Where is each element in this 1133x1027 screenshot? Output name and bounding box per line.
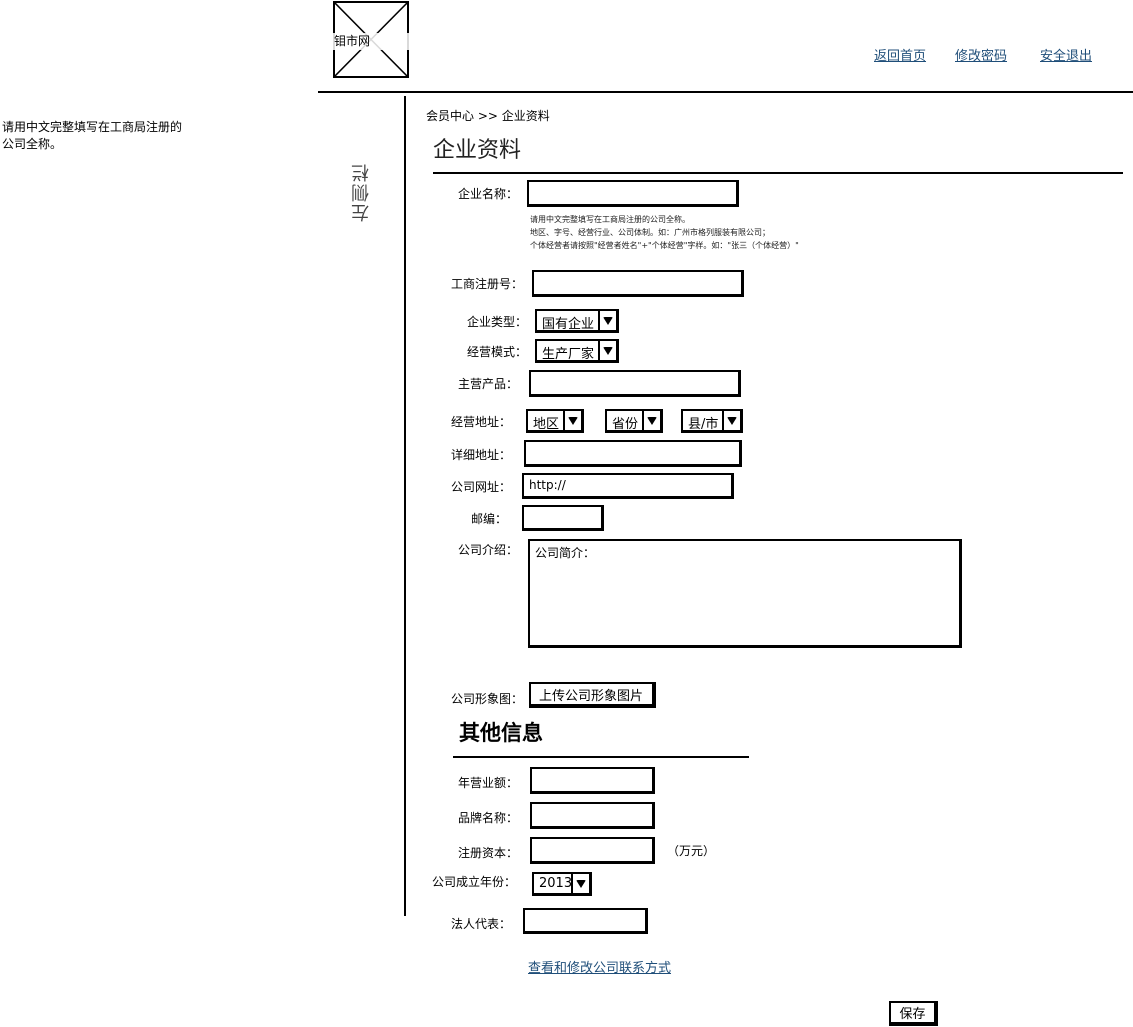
website-label: 公司网址： <box>451 480 512 494</box>
company-name-input[interactable] <box>527 180 739 207</box>
other-info-divider <box>453 756 749 758</box>
dropdown-arrow-icon[interactable] <box>598 311 616 330</box>
page-title: 企业资料 <box>433 138 522 163</box>
legal-rep-label: 法人代表： <box>451 917 512 931</box>
sidebar-divider <box>404 96 406 916</box>
address-label: 经营地址： <box>451 415 512 429</box>
nav-logout-link[interactable]: 安全退出 <box>1040 49 1093 64</box>
reg-no-label: 工商注册号： <box>451 277 524 291</box>
save-button[interactable]: 保存 <box>889 1001 938 1026</box>
website-value: http:// <box>529 478 566 492</box>
sidebar-label: 左侧栏 <box>351 162 372 222</box>
nav-home-link[interactable]: 返回首页 <box>874 49 927 64</box>
business-mode-label: 经营模式： <box>467 345 528 359</box>
side-note-line-1: 请用中文完整填写在工商局注册的 <box>2 120 183 134</box>
company-name-hint: 请用中文完整填写在工商局注册的公司全称。 地区、字号、经营行业、公司体制。如：广… <box>530 213 799 252</box>
upload-image-button[interactable]: 上传公司形象图片 <box>529 682 656 708</box>
detail-address-input[interactable] <box>524 440 742 467</box>
side-note-line-2: 公司全称。 <box>2 137 63 151</box>
dropdown-arrow-icon[interactable] <box>563 411 581 430</box>
province-value: 省份 <box>612 417 639 432</box>
company-type-label: 企业类型： <box>467 315 528 329</box>
founded-label: 公司成立年份： <box>432 875 517 889</box>
dropdown-arrow-icon[interactable] <box>571 874 589 893</box>
main-products-input[interactable] <box>529 370 741 397</box>
other-info-title: 其他信息 <box>459 721 543 745</box>
business-mode-select[interactable]: 生产厂家 <box>535 339 619 363</box>
region-select[interactable]: 地区 <box>526 409 584 433</box>
postcode-input[interactable] <box>522 505 604 531</box>
nav-change-password-link[interactable]: 修改密码 <box>955 49 1008 64</box>
brand-label: 品牌名称： <box>458 811 519 825</box>
breadcrumb: 会员中心 >> 企业资料 <box>426 109 550 123</box>
title-divider <box>433 172 1123 174</box>
image-label: 公司形象图： <box>451 692 524 706</box>
detail-address-label: 详细地址： <box>451 448 512 462</box>
hint-line-3: 个体经营者请按照"经营者姓名"+"个体经营"字样。如："张三（个体经营）" <box>530 241 799 250</box>
postcode-label: 邮编： <box>471 512 508 526</box>
capital-input[interactable] <box>530 837 655 864</box>
header-divider <box>318 91 1133 93</box>
founded-year-select[interactable]: 2013 <box>532 872 592 896</box>
dropdown-arrow-icon[interactable] <box>598 341 616 360</box>
logo: 钼市网 <box>333 1 410 78</box>
hint-line-2: 地区、字号、经营行业、公司体制。如：广州市格列服装有限公司； <box>530 228 770 237</box>
intro-textarea[interactable]: 公司简介： <box>528 539 962 648</box>
county-select[interactable]: 县/市 <box>681 409 743 433</box>
capital-label: 注册资本： <box>458 846 519 860</box>
company-type-value: 国有企业 <box>542 317 595 332</box>
company-name-label: 企业名称： <box>458 187 519 201</box>
brand-input[interactable] <box>530 802 655 829</box>
legal-rep-input[interactable] <box>523 908 648 934</box>
hint-line-1: 请用中文完整填写在工商局注册的公司全称。 <box>530 215 690 224</box>
revenue-input[interactable] <box>530 767 655 794</box>
region-value: 地区 <box>533 417 560 432</box>
side-note: 请用中文完整填写在工商局注册的 公司全称。 <box>2 119 182 153</box>
contact-info-link[interactable]: 查看和修改公司联系方式 <box>528 961 672 976</box>
company-type-select[interactable]: 国有企业 <box>535 309 619 333</box>
logo-text: 钼市网 <box>333 33 410 50</box>
dropdown-arrow-icon[interactable] <box>642 411 660 430</box>
revenue-label: 年营业额： <box>458 776 519 790</box>
capital-unit: （万元） <box>667 844 716 858</box>
intro-value: 公司简介： <box>535 546 596 560</box>
founded-year-value: 2013 <box>539 876 573 891</box>
main-products-label: 主营产品： <box>458 377 519 391</box>
county-value: 县/市 <box>688 417 719 432</box>
reg-no-input[interactable] <box>532 270 744 297</box>
website-input[interactable]: http:// <box>522 473 734 499</box>
business-mode-value: 生产厂家 <box>542 347 595 362</box>
dropdown-arrow-icon[interactable] <box>722 411 740 430</box>
province-select[interactable]: 省份 <box>605 409 663 433</box>
intro-label: 公司介绍： <box>458 543 519 557</box>
